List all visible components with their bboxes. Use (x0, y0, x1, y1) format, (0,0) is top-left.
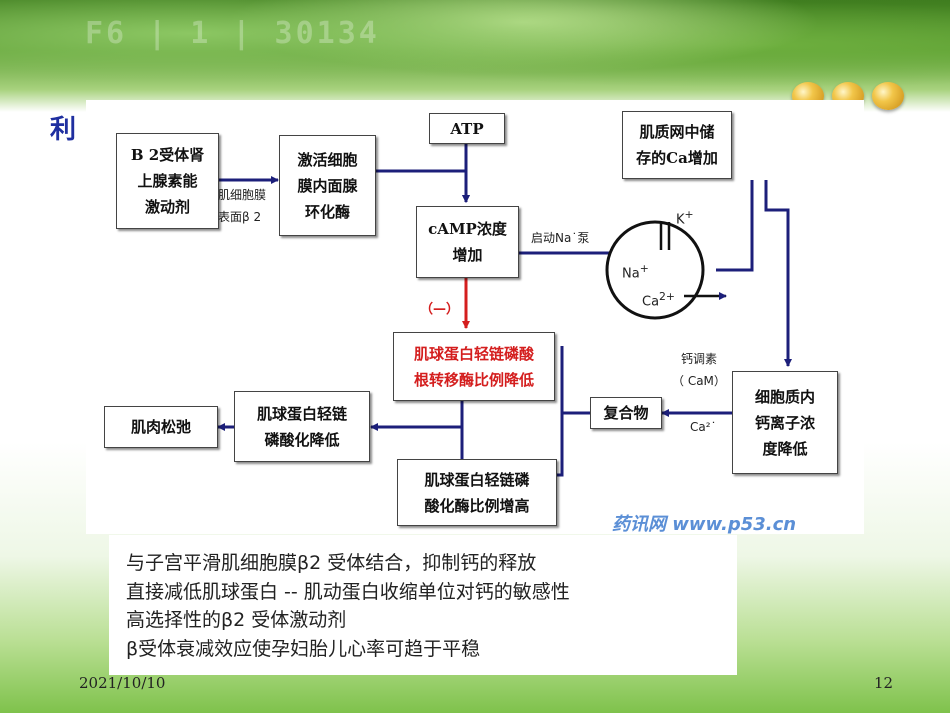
arrow-sr-to-cytosol (764, 180, 792, 367)
label-inhibition: （—） (420, 302, 460, 317)
notes-panel: 与子宫平滑肌细胞膜β2 受体结合，抑制钙的释放 直接减低肌球蛋白 -- 肌动蛋白… (109, 535, 737, 675)
note-line: 高选择性的β2 受体激动剂 (126, 609, 347, 631)
footer-date: 2021/10/10 (79, 674, 166, 692)
diagram-panel: Β 2受体肾 上腺素能 激动剂 激活细胞 膜内面腺 环化酶 ATP cAMP浓度… (86, 100, 864, 535)
arrow-complex-to-branches (557, 346, 590, 477)
box-phosphatase-ratio-increase: 肌球蛋白轻链磷 酸化酶比例增高 (397, 459, 557, 526)
watermark-p53: 药讯网 www.p53.cn (612, 514, 797, 535)
channel-lines (659, 222, 671, 250)
decor-ball-3 (872, 82, 904, 110)
box-mlck-ratio-decrease: 肌球蛋白轻链磷酸 根转移酶比例降低 (393, 332, 555, 401)
page-number: 12 (874, 674, 894, 692)
label-calmodulin: 钙调素 （ CaM） (672, 352, 726, 388)
box-phosphorylation-decrease: 肌球蛋白轻链 磷酸化降低 (234, 391, 370, 462)
box-cytosol-calcium-decrease: 细胞质内 钙离子浓 度降低 (732, 371, 838, 474)
note-line: β受体衰减效应使孕妇胎儿心率可趋于平稳 (126, 637, 481, 660)
box-sr-calcium: 肌质网中储 存的Ca增加 (622, 111, 732, 179)
box-adenylyl-cyclase: 激活细胞 膜内面腺 环化酶 (279, 135, 376, 236)
label-calcium-ion: Ca²˙ (690, 420, 717, 434)
header-banner: F6 | 1 | 30134 (0, 0, 950, 112)
label-beta2-receptor: 肌细胞膜 表面β 2 (218, 188, 267, 224)
box-muscle-relaxation: 肌肉松弛 (104, 406, 218, 448)
cell-membrane (605, 220, 705, 320)
note-line: 与子宫平滑肌细胞膜β2 受体结合，抑制钙的释放 (126, 552, 537, 574)
ion-k: K+ (676, 208, 694, 228)
box-atp: ATP (429, 113, 505, 144)
note-line: 直接减低肌球蛋白 -- 肌动蛋白收缩单位对钙的敏感性 (126, 580, 570, 603)
label-start-pump: 启动Na˙泵 (531, 231, 590, 245)
arrow-enzyme-to-camp (376, 169, 470, 203)
banner-decor-text: F6 | 1 | 30134 (85, 16, 380, 51)
line-cell-to-sr (716, 180, 754, 272)
diagram-connectors (217, 143, 792, 477)
box-camp-increase: cAMP浓度 增加 (416, 206, 519, 278)
cell-diagram (605, 220, 727, 320)
box-complex: 复合物 (590, 397, 662, 429)
ion-ca: Ca2+ (642, 290, 676, 310)
slide-title: 利 (50, 115, 77, 145)
ion-na: Na+ (622, 262, 649, 282)
box-beta2-agonist: Β 2受体肾 上腺素能 激动剂 (116, 133, 219, 229)
